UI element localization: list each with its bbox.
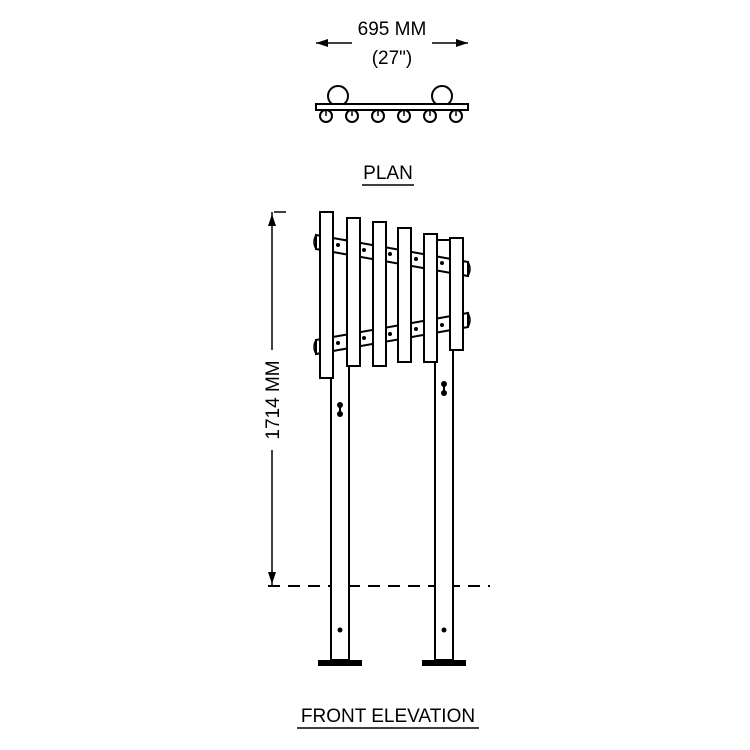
elevation-bar-5 [423,233,438,363]
rail-bolts [336,243,444,345]
height-arrow-top [268,214,276,226]
width-mm-label: 695 MM [358,19,427,40]
keyhole-right [441,381,447,396]
width-inch-label: (27") [372,48,413,69]
elevation-bar-1 [319,211,334,379]
elevation-bar-6 [449,237,464,351]
width-dimension: 695 MM (27") [316,19,468,69]
rail-upper-end-left [313,234,317,250]
anchor-hole-left [337,627,343,633]
plan-title: PLAN [363,163,413,184]
height-dimension: 1714 MM [263,211,286,586]
plan-rail [315,103,469,111]
base-plate-right [422,660,466,666]
base-plate-left [318,660,362,666]
elevation-bar-4 [397,227,412,363]
rail-lower-end-right [467,312,471,328]
rail-lower-end-left [313,339,317,355]
width-arrow-left [316,39,328,47]
elevation-title: FRONT ELEVATION [301,706,475,727]
rail-upper-end-right [467,261,471,277]
elevation-bar-2 [346,217,361,367]
width-arrow-right [456,39,468,47]
keyhole-left [337,402,343,417]
front-elevation [313,211,471,666]
elevation-bar-3 [372,221,387,367]
plan-view [315,85,469,123]
plan-bars [319,109,463,123]
anchor-hole-right [441,627,447,633]
height-arrow-bottom [268,572,276,584]
height-mm-label: 1714 MM [263,360,284,439]
